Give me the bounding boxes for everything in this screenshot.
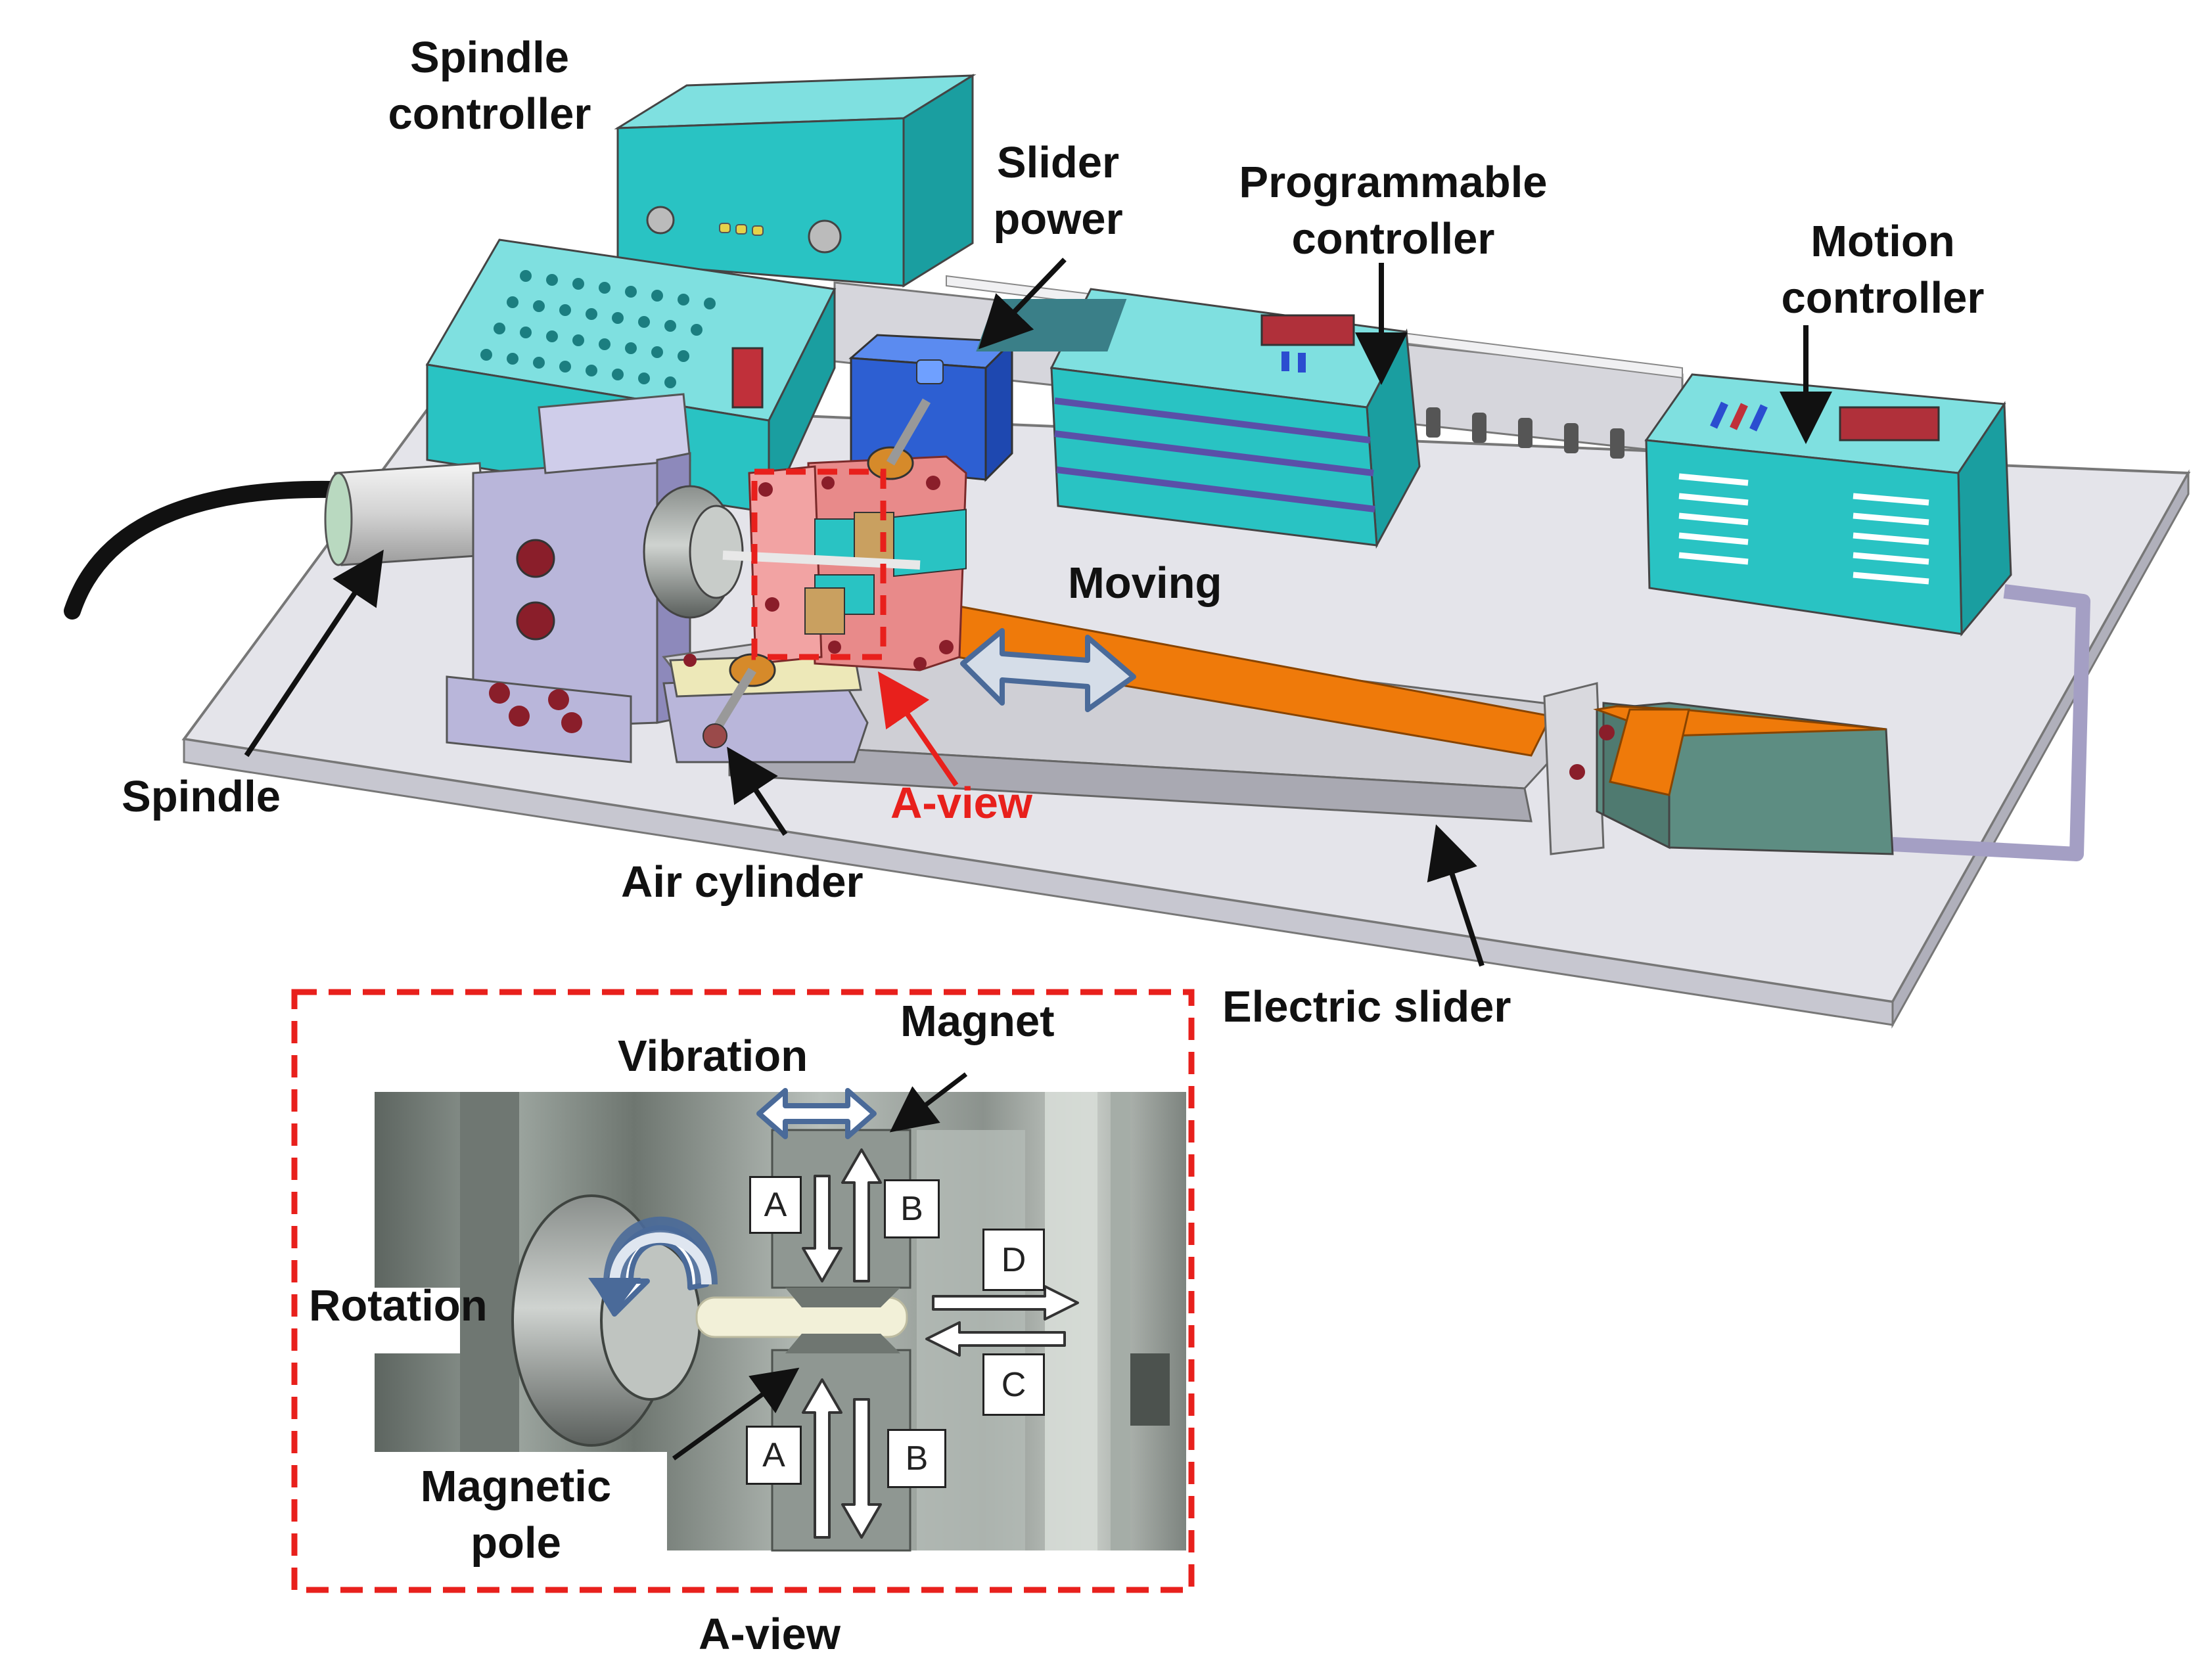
spindle-controller-box [614,74,977,288]
moving-arrow [960,628,1136,712]
label-motion-controller: Motion controller [1764,214,2001,327]
label-vibration: Vibration [618,1031,808,1081]
magnetic-fixture [662,398,967,763]
a-view-marker [751,468,887,660]
cable-loop [1892,584,2090,861]
label-moving: Moving [1068,558,1222,608]
direction-box-a-top: A [749,1176,802,1234]
vibration-arrow [756,1088,877,1139]
rotation-arrow-inner [609,1232,712,1285]
label-slider-power-line1: Slider [996,138,1120,187]
direction-box-d: D [982,1229,1045,1291]
programmable-controller-box [976,288,1421,549]
label-programmable-controller-line2: controller [1291,214,1495,263]
label-slider-power-line2: power [993,194,1123,244]
direction-box-c: C [982,1353,1045,1416]
label-magnetic-pole-line1: Magnetic [420,1462,612,1511]
rotation-arrow-head [588,1278,641,1314]
label-spindle: Spindle [122,772,281,821]
label-magnet: Magnet [900,997,1055,1046]
label-rotation: Rotation [309,1281,488,1330]
inset-leader-arrows [672,1072,968,1460]
label-spindle-controller-line1: Spindle [410,33,569,82]
a-view-arrow [877,671,959,787]
label-magnetic-pole-line2: pole [471,1518,561,1568]
label-a-view-marker: A-view [890,779,1032,828]
label-motion-controller-line1: Motion [1810,217,1955,266]
label-spindle-controller: Spindle controller [368,30,611,143]
label-slider-power: Slider power [966,135,1150,248]
label-air-cylinder: Air cylinder [621,857,864,907]
label-electric-slider: Electric slider [1222,982,1511,1031]
label-spindle-controller-line2: controller [388,89,591,139]
direction-arrows [802,1148,1079,1539]
label-magnetic-pole: Magnetic pole [391,1459,641,1572]
label-programmable-controller-line1: Programmable [1239,158,1548,207]
direction-box-a-bottom: A [746,1426,802,1485]
leader-arrows [244,258,1832,967]
spindle-assembly [64,393,744,763]
label-a-view-caption: A-view [699,1610,841,1659]
label-motion-controller-line2: controller [1781,273,1985,323]
direction-box-b-bottom: B [887,1429,946,1488]
motion-controller-box [1644,373,2012,637]
label-programmable-controller: Programmable controller [1216,154,1571,267]
direction-box-b-top: B [884,1179,940,1238]
